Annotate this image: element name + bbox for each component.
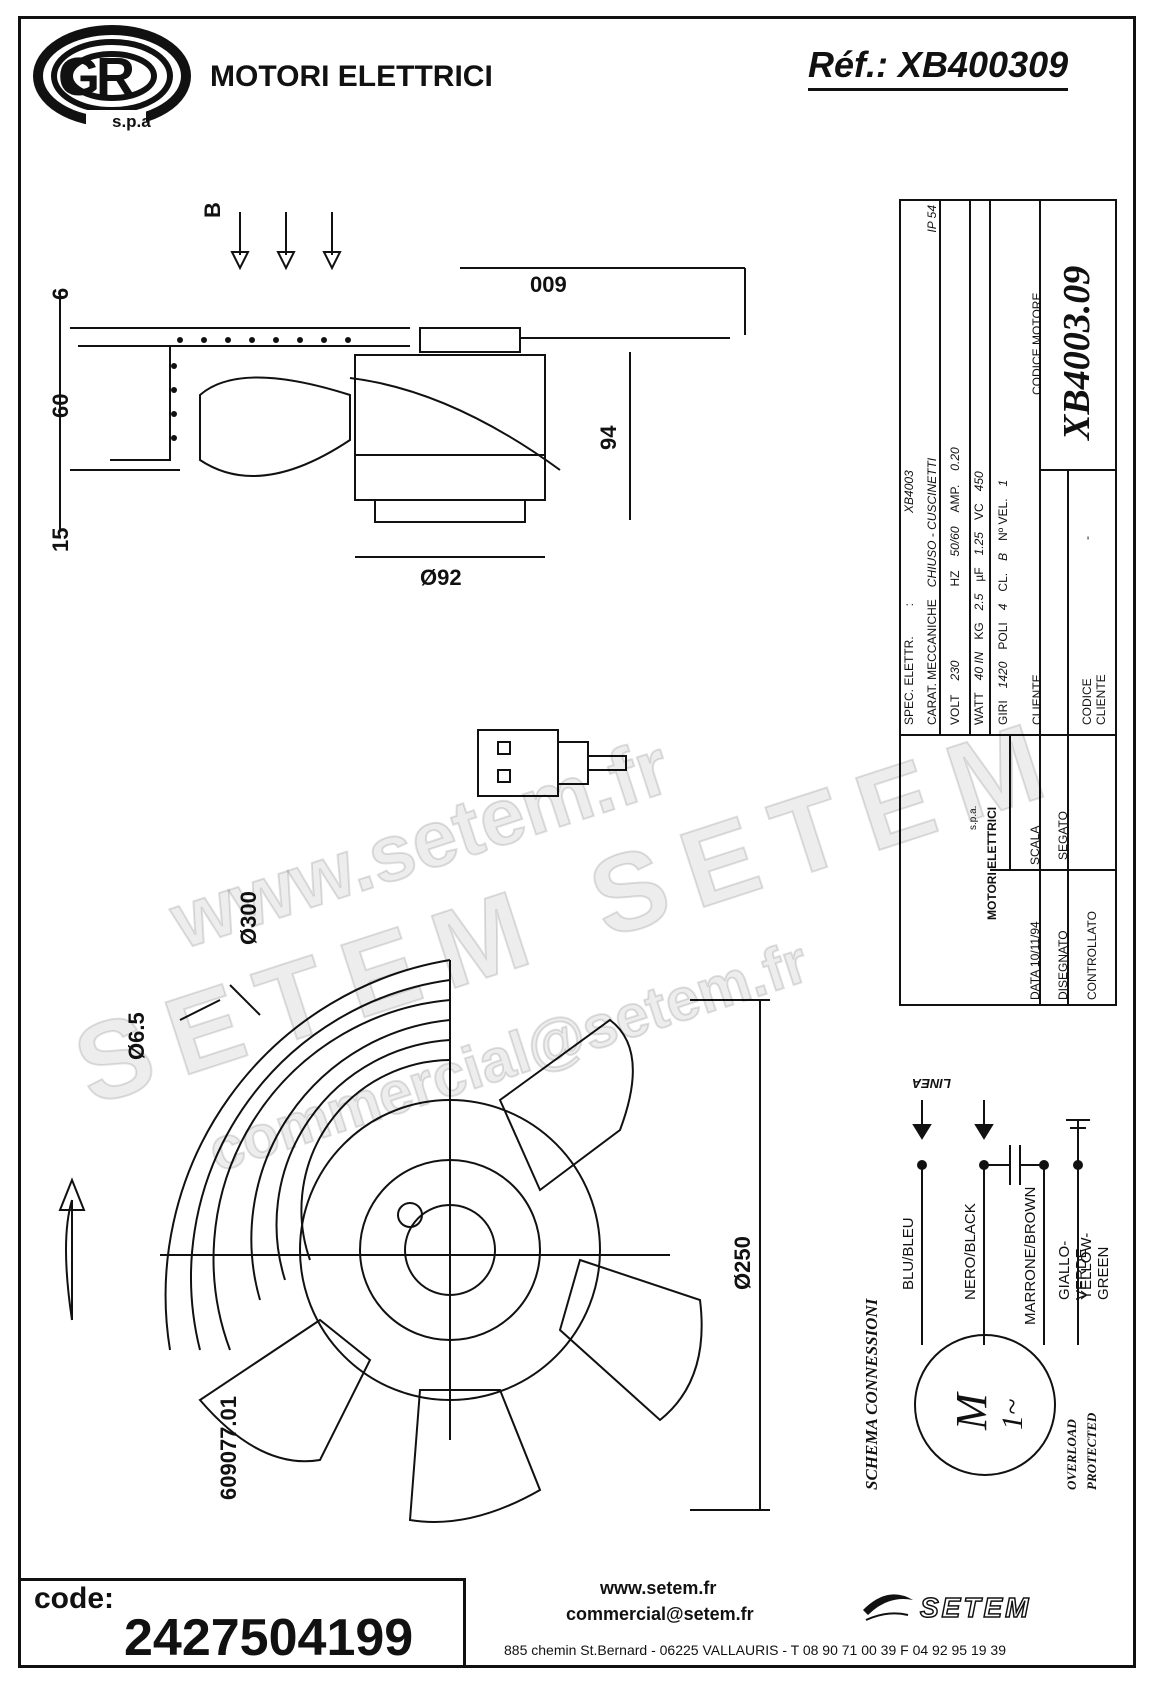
vc-value: 450 — [972, 471, 986, 492]
spec-row-4: WATT 40 IN KG 2.5 µF 1.25 VC 450 — [972, 205, 986, 725]
code-value: 2427504199 — [124, 1609, 414, 1667]
setem-logo: SETEM — [919, 1591, 1032, 1624]
codice-cliente-value: - — [1080, 536, 1094, 540]
kg-label: KG — [972, 622, 986, 640]
spec-row-1: SPEC. ELETTR. : XB4003 — [902, 205, 916, 725]
code-box — [18, 1578, 466, 1668]
spec-elettr-label: SPEC. ELETTR. — [902, 636, 916, 725]
brand-name: MOTORI ELETTRICI — [210, 60, 493, 93]
ip-value: IP 54 — [925, 205, 939, 233]
carat-label: CARAT. MECCANICHE — [925, 599, 939, 725]
poli-label: POLI — [996, 622, 1010, 650]
wire-yellow-green: YELLOW-GREEN — [1078, 1232, 1112, 1300]
overload-2: PROTECTED — [1084, 1412, 1099, 1490]
hz-value: 50/60 — [948, 526, 962, 557]
airflow-arrows — [230, 212, 342, 271]
code-label: code: — [34, 1582, 115, 1615]
motor-symbol-m: M — [947, 1393, 996, 1430]
dim-height: 94 — [596, 425, 621, 450]
vc-label: VC — [972, 503, 986, 521]
amp-label: AMP. — [948, 484, 962, 513]
data-label: DATA 10/11/94 — [1028, 921, 1042, 1000]
logo-lettering: GR — [58, 47, 135, 107]
spec-model: XB4003 — [902, 470, 916, 513]
spec-row-3: VOLT 230 HZ 50/60 AMP. 0.20 — [948, 205, 962, 725]
uf-value: 1.25 — [972, 532, 986, 556]
footer-address: 885 chemin St.Bernard - 06225 VALLAURIS … — [504, 1642, 1006, 1658]
hz-label: HZ — [948, 570, 962, 587]
disegnato-label: DISEGNATO — [1056, 930, 1070, 1000]
cl-value: B — [996, 552, 1010, 561]
watt-value: 40 IN — [972, 651, 986, 681]
motor-symbol-phase: 1~ — [996, 1398, 1029, 1430]
spec-colon: : — [902, 602, 916, 607]
controllato-label: CONTROLLATO — [1085, 911, 1099, 1000]
carat-value: CHIUSO - CUSCINETTI — [925, 457, 939, 588]
codice-motore-label: CODICE MOTORE — [1030, 292, 1044, 395]
connector-detail — [477, 729, 627, 797]
brand-spa: s.p.a — [112, 112, 151, 131]
dim-depth: 60 — [48, 393, 73, 418]
amp-value: 0.20 — [948, 447, 962, 471]
dim-bottom: 15 — [48, 527, 73, 552]
codice-motore-value: XB4003.09 — [1056, 265, 1098, 440]
linea-label: LINEA — [912, 1076, 951, 1091]
airflow-label: B — [200, 202, 225, 218]
nvel-label: Nº VEL. — [996, 498, 1010, 541]
wire-blu: BLU/BLEU — [900, 1217, 917, 1290]
uf-label: µF — [972, 567, 986, 582]
volt-value: 230 — [948, 660, 962, 681]
dim-top: 6 — [48, 287, 73, 300]
spec-row-2: CARAT. MECCANICHE CHIUSO - CUSCINETTI IP… — [925, 205, 939, 725]
reference-number: Réf.: XB400309 — [808, 44, 1069, 91]
dim-diameter-motor: Ø92 — [420, 565, 462, 590]
dim-diameter-fan: Ø250 — [730, 1236, 755, 1290]
cl-label: CL. — [996, 572, 1010, 592]
dim-cable: 009 — [530, 272, 567, 297]
wire-nero: NERO/BLACK — [962, 1203, 979, 1300]
kg-value: 2.5 — [972, 593, 986, 611]
schema-label: SCHEMA CONNESSIONI — [862, 1298, 881, 1490]
footer-website[interactable]: www.setem.fr — [600, 1578, 717, 1598]
gr-logo — [33, 25, 191, 132]
guard-dots — [171, 337, 351, 441]
poli-value: 4 — [996, 603, 1010, 611]
scala-label: SCALA — [1028, 825, 1042, 865]
dim-part-no: 609077.01 — [216, 1396, 241, 1500]
nvel-value: 1 — [996, 479, 1010, 487]
codice-cliente-label: CODICE CLIENTE — [1080, 674, 1108, 725]
giri-value: 1420 — [996, 661, 1010, 689]
wire-marrone: MARRONE/BROWN — [1022, 1186, 1039, 1325]
drawing-frame — [18, 16, 1136, 1668]
side-view — [59, 267, 746, 558]
wiring-schematic — [912, 1100, 1090, 1476]
front-view-fan — [58, 959, 770, 1523]
footer-email[interactable]: commercial@setem.fr — [566, 1604, 754, 1624]
spec-row-5: GIRI 1420 POLI 4 CL. B Nº VEL. 1 — [996, 205, 1010, 725]
overload-1: OVERLOAD — [1064, 1419, 1079, 1490]
setem-swoosh-icon — [863, 1594, 913, 1621]
title-block — [899, 199, 1117, 1006]
